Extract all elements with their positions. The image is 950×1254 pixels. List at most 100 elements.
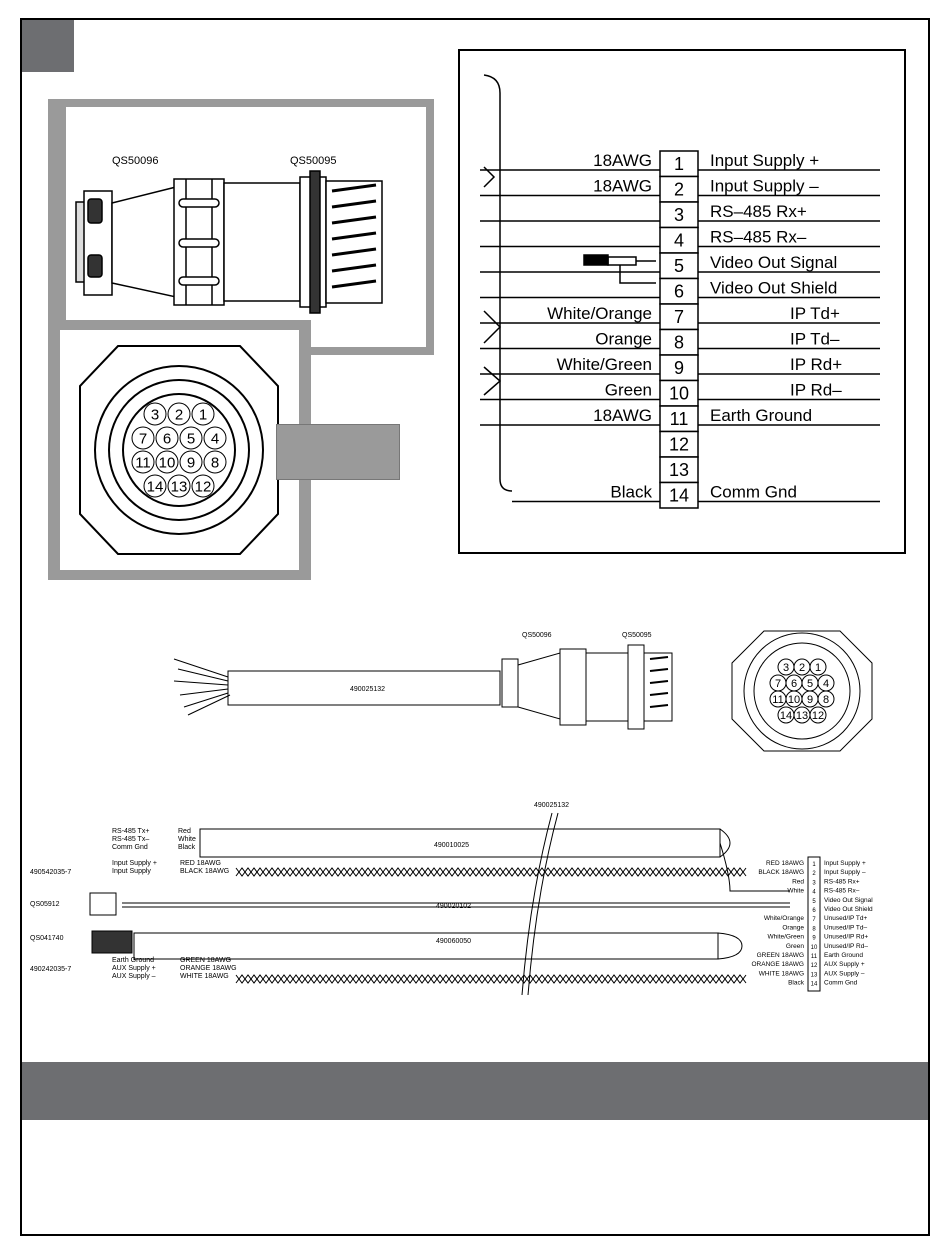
pin-number: 9 [807, 694, 813, 706]
right-pin-number: 1 [812, 862, 816, 868]
right-signal-label: Unused/IP Rd– [824, 943, 868, 950]
pin-box [659, 226, 699, 254]
right-wire-label: WHITE 18AWG [759, 970, 804, 977]
cable-label: 490025132 [350, 686, 385, 693]
wire-label: 18AWG [593, 177, 652, 196]
ethernet-cable-label: 490060050 [436, 938, 471, 945]
signal-label: Video Out Signal [710, 253, 837, 272]
pin-number: 9 [187, 454, 195, 471]
pin-circle [167, 474, 191, 498]
wire-label: Orange [595, 330, 652, 349]
wiring-top-label: 490025132 [534, 802, 569, 809]
pin-circle [179, 450, 203, 474]
rs-wire-color: White [178, 836, 196, 843]
signal-label: Comm Gnd [710, 483, 797, 502]
pin-number: 14 [780, 710, 792, 722]
signal-label: Input Supply – [710, 177, 819, 196]
pin-number: 1 [815, 662, 821, 674]
right-pin-number: 5 [812, 899, 816, 905]
pin-circle [131, 426, 155, 450]
pin-number: 5 [807, 678, 813, 690]
pin-number: 2 [175, 406, 183, 423]
left-wire-label: ORANGE 18AWG [180, 965, 237, 972]
connector-photo-panel: QS50096 QS50095 [48, 99, 434, 355]
pin-circle [191, 402, 215, 426]
left-signal-name: AUX Supply – [112, 973, 156, 980]
right-signal-label: Unused/IP Rd+ [824, 934, 868, 941]
wire-label: White/Green [557, 355, 652, 374]
rs-wire-name: Comm Gnd [112, 844, 148, 851]
right-part-label: QS50095 [290, 155, 336, 167]
right-wire-label: BLACK 18AWG [758, 869, 804, 876]
right-wire-label: Green [786, 943, 804, 950]
right-signal-label: RS-485 Rx– [824, 888, 860, 895]
pin-number: 11 [670, 409, 689, 429]
pin-number: 13 [171, 478, 188, 495]
cable-right-connector-label: QS50095 [622, 632, 652, 639]
right-signal-label: RS-485 Rx+ [824, 878, 860, 885]
left-signal-name: AUX Supply + [112, 965, 156, 972]
connector-id: QS041740 [30, 935, 64, 942]
connector-id: QS05912 [30, 901, 60, 908]
left-wire-label: WHITE 18AWG [180, 973, 229, 980]
pin-number: 12 [195, 478, 212, 495]
pin-number: 3 [151, 406, 159, 423]
pin-circle [203, 426, 227, 450]
right-signal-label: AUX Supply + [824, 961, 865, 968]
right-pin-number: 13 [811, 972, 818, 978]
wire-label: 18AWG [593, 406, 652, 425]
left-part-label: QS50096 [112, 155, 158, 167]
pin-number: 7 [139, 430, 147, 447]
cable-left-connector-label: QS50096 [522, 632, 552, 639]
video-cable-label: 490020102 [436, 903, 471, 910]
right-signal-label: AUX Supply – [824, 970, 865, 977]
right-wire-label: RED 18AWG [766, 860, 804, 867]
pin-number: 4 [823, 678, 829, 690]
right-wire-label: GREEN 18AWG [757, 952, 804, 959]
pin-number: 3 [674, 205, 684, 225]
wiring-diagram: 490025132 490010025 490020102 490060050 … [30, 802, 874, 996]
rs-wire-name: RS-485 Tx– [112, 836, 149, 843]
pin-circle [809, 658, 827, 676]
signal-label: IP Rd+ [790, 355, 842, 374]
pin-box [659, 201, 699, 229]
pin-number: 2 [799, 662, 805, 674]
pin-number: 1 [199, 406, 207, 423]
pin-circle [155, 426, 179, 450]
pin-number: 10 [159, 454, 176, 471]
right-wire-label: ORANGE 18AWG [752, 961, 805, 968]
signal-label: IP Rd– [790, 381, 842, 400]
pin-circle [191, 474, 215, 498]
photo-callout [276, 424, 400, 480]
pin-circle [817, 690, 835, 708]
pin-number: 8 [823, 694, 829, 706]
wire-label: Green [605, 381, 652, 400]
right-pin-number: 4 [812, 890, 816, 896]
connector-id: 490242035-7 [30, 966, 71, 973]
pin-number: 5 [187, 430, 195, 447]
wire-label: 18AWG [593, 151, 652, 170]
pin-number: 13 [669, 460, 689, 480]
right-signal-label: Input Supply – [824, 869, 866, 876]
right-wire-label: Orange [782, 924, 804, 931]
right-pin-number: 8 [812, 926, 816, 932]
left-signal-name: Input Supply [112, 868, 151, 875]
pin-number: 3 [783, 662, 789, 674]
connector-side-drawing: QS50096 QS50095 [75, 155, 383, 314]
left-wire-label: BLACK 18AWG [180, 868, 229, 875]
pin-number: 12 [669, 435, 689, 455]
right-pin-number: 3 [812, 880, 816, 886]
pin-number: 11 [772, 694, 783, 706]
rs-wire-name: RS-485 Tx+ [112, 828, 149, 835]
signal-label: Input Supply + [710, 151, 819, 170]
signal-label: RS–485 Rx+ [710, 202, 807, 221]
pin-number: 7 [775, 678, 781, 690]
rs-cable-label: 490010025 [434, 842, 469, 849]
left-signal-name: Earth Ground [112, 957, 154, 964]
